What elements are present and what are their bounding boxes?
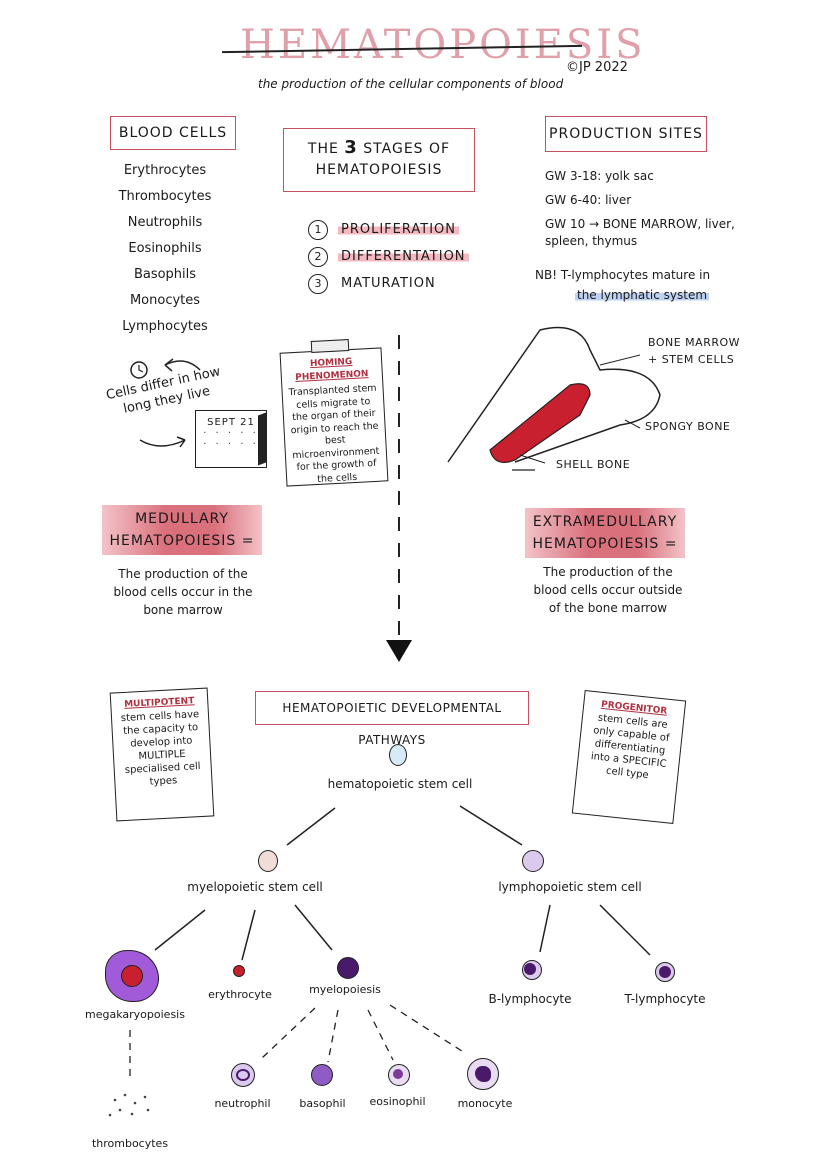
blood-cells-heading: BLOOD CELLS <box>110 116 236 150</box>
list-item: 2 DIFFERENTATION <box>308 243 469 270</box>
blood-cells-list: Erythrocytes Thrombocytes Neutrophils Eo… <box>105 163 225 345</box>
basophil-icon <box>311 1064 333 1086</box>
label-b-lymphocyte: B-lymphocyte <box>488 992 572 1006</box>
production-note-highlight: the lymphatic system <box>575 288 710 302</box>
calendar-icon: SEPT 21 · · · · ·· · · · · <box>195 410 267 468</box>
extramedullary-description: The production of the blood cells occur … <box>533 565 683 615</box>
flow-arrowhead <box>386 640 412 662</box>
progenitor-note: PROGENITOR stem cells are only capable o… <box>571 690 687 824</box>
stage-number: 1 <box>308 219 328 240</box>
arrow-icon <box>139 439 186 447</box>
list-item: GW 10 → BONE MARROW, liver, spleen, thym… <box>545 217 735 248</box>
calendar-date: SEPT 21 <box>207 417 255 428</box>
label-lymphopoietic: lymphopoietic stem cell <box>498 880 642 894</box>
bone-illustration <box>447 326 661 471</box>
stages-heading-rest: STAGES OF <box>363 141 451 157</box>
production-sites-list: GW 3-18: yolk sac GW 6-40: liver GW 10 →… <box>545 164 745 250</box>
stage-number: 2 <box>308 246 328 267</box>
eosinophil-icon <box>388 1064 410 1086</box>
extramedullary-heading-line1: EXTRAMEDULLARY <box>532 514 678 530</box>
shell-pointer <box>519 454 546 464</box>
monocyte-icon <box>467 1058 499 1090</box>
extramedullary-heading-line2: HEMATOPOIESIS = <box>532 536 678 552</box>
stages-heading-prefix: THE <box>307 141 339 157</box>
myelopoiesis-dashed <box>129 1004 466 1080</box>
stages-heading: THE 3 STAGES OF HEMATOPOIESIS <box>283 128 475 192</box>
t-lymphocyte-icon <box>655 962 675 982</box>
medullary-heading-line1: MEDULLARY <box>135 511 229 527</box>
neutrophil-icon <box>231 1063 255 1087</box>
label-eosinophil: eosinophil <box>369 1095 426 1108</box>
label-hsc: hematopoietic stem cell <box>327 777 473 791</box>
label-spongy-bone: SPONGY BONE <box>645 420 731 433</box>
label-bone-marrow: BONE MARROW + STEM CELLS <box>648 336 741 366</box>
myelo-cell-icon <box>258 850 278 872</box>
stages-heading-line2: HEMATOPOIESIS <box>315 162 443 178</box>
stage-label: PROLIFERATION <box>338 222 459 237</box>
label-shell-bone: SHELL BONE <box>556 458 631 471</box>
lympho-cell-icon <box>522 850 544 872</box>
hsc-cell-icon <box>389 744 407 766</box>
list-item: Neutrophils <box>127 215 203 230</box>
pathways-heading: HEMATOPOIETIC DEVELOPMENTAL PATHWAYS <box>255 691 529 747</box>
bone-marrow-shape <box>489 383 591 463</box>
production-note-text: NB! T-lymphocytes mature in <box>535 268 711 282</box>
spongy-pointer <box>624 419 641 429</box>
stage-label: DIFFERENTATION <box>338 249 469 264</box>
production-note: NB! T-lymphocytes mature in the lymphati… <box>535 265 735 305</box>
list-item: 3 MATURATION <box>308 270 469 297</box>
stage-label: MATURATION <box>341 276 436 291</box>
stages-heading-number: 3 <box>344 137 358 158</box>
list-item: GW 3-18: yolk sac <box>545 169 654 183</box>
list-item: Lymphocytes <box>122 319 208 334</box>
clock-icon <box>130 361 148 379</box>
list-item: Basophils <box>133 267 197 282</box>
megakaryocyte-icon <box>105 950 159 1002</box>
list-item: GW 6-40: liver <box>545 193 632 207</box>
list-item: Eosinophils <box>128 241 202 256</box>
label-basophil: basophil <box>299 1097 346 1110</box>
multipotent-note: MULTIPOTENT stem cells have the capacity… <box>109 687 215 822</box>
list-item: Erythrocytes <box>123 163 207 178</box>
multipotent-text: stem cells have the capacity to develop … <box>120 709 201 788</box>
progenitor-text: stem cells are only capable of different… <box>590 712 670 782</box>
label-t-lymphocyte: T-lymphocyte <box>624 992 706 1006</box>
arrow-icon <box>164 360 201 371</box>
b-lymphocyte-icon <box>522 960 542 980</box>
list-item: Monocytes <box>129 293 201 308</box>
medullary-description: The production of the blood cells occur … <box>113 567 253 617</box>
marrow-pointer <box>599 354 641 366</box>
subtitle: the production of the cellular component… <box>258 77 564 91</box>
copyright: ©JP 2022 <box>566 60 628 75</box>
erythrocyte-icon <box>233 965 245 977</box>
thrombocyte-dots <box>108 1093 150 1117</box>
label-myelopoietic: myelopoietic stem cell <box>187 880 323 894</box>
stage-number: 3 <box>308 273 328 294</box>
label-erythrocyte: erythrocyte <box>208 988 272 1001</box>
stages-list: 1 PROLIFERATION 2 DIFFERENTATION 3 MATUR… <box>308 216 469 297</box>
list-item: 1 PROLIFERATION <box>308 216 469 243</box>
label-neutrophil: neutrophil <box>214 1097 271 1110</box>
label-monocyte: monocyte <box>457 1097 513 1110</box>
list-item: Thrombocytes <box>118 189 212 204</box>
label-thrombocytes: thrombocytes <box>91 1137 169 1150</box>
bone-outline <box>447 326 661 463</box>
pathway-lines <box>154 805 651 961</box>
medullary-heading-line2: HEMATOPOIESIS = <box>109 533 255 549</box>
production-sites-heading: PRODUCTION SITES <box>545 116 707 152</box>
myelopoiesis-cell-icon <box>337 957 359 979</box>
medullary-heading: MEDULLARY HEMATOPOIESIS = <box>102 505 262 555</box>
label-myelopoiesis: myelopoiesis <box>309 983 381 996</box>
extramedullary-heading: EXTRAMEDULLARY HEMATOPOIESIS = <box>525 508 685 558</box>
label-megakaryopoiesis: megakaryopoiesis <box>85 1008 185 1021</box>
